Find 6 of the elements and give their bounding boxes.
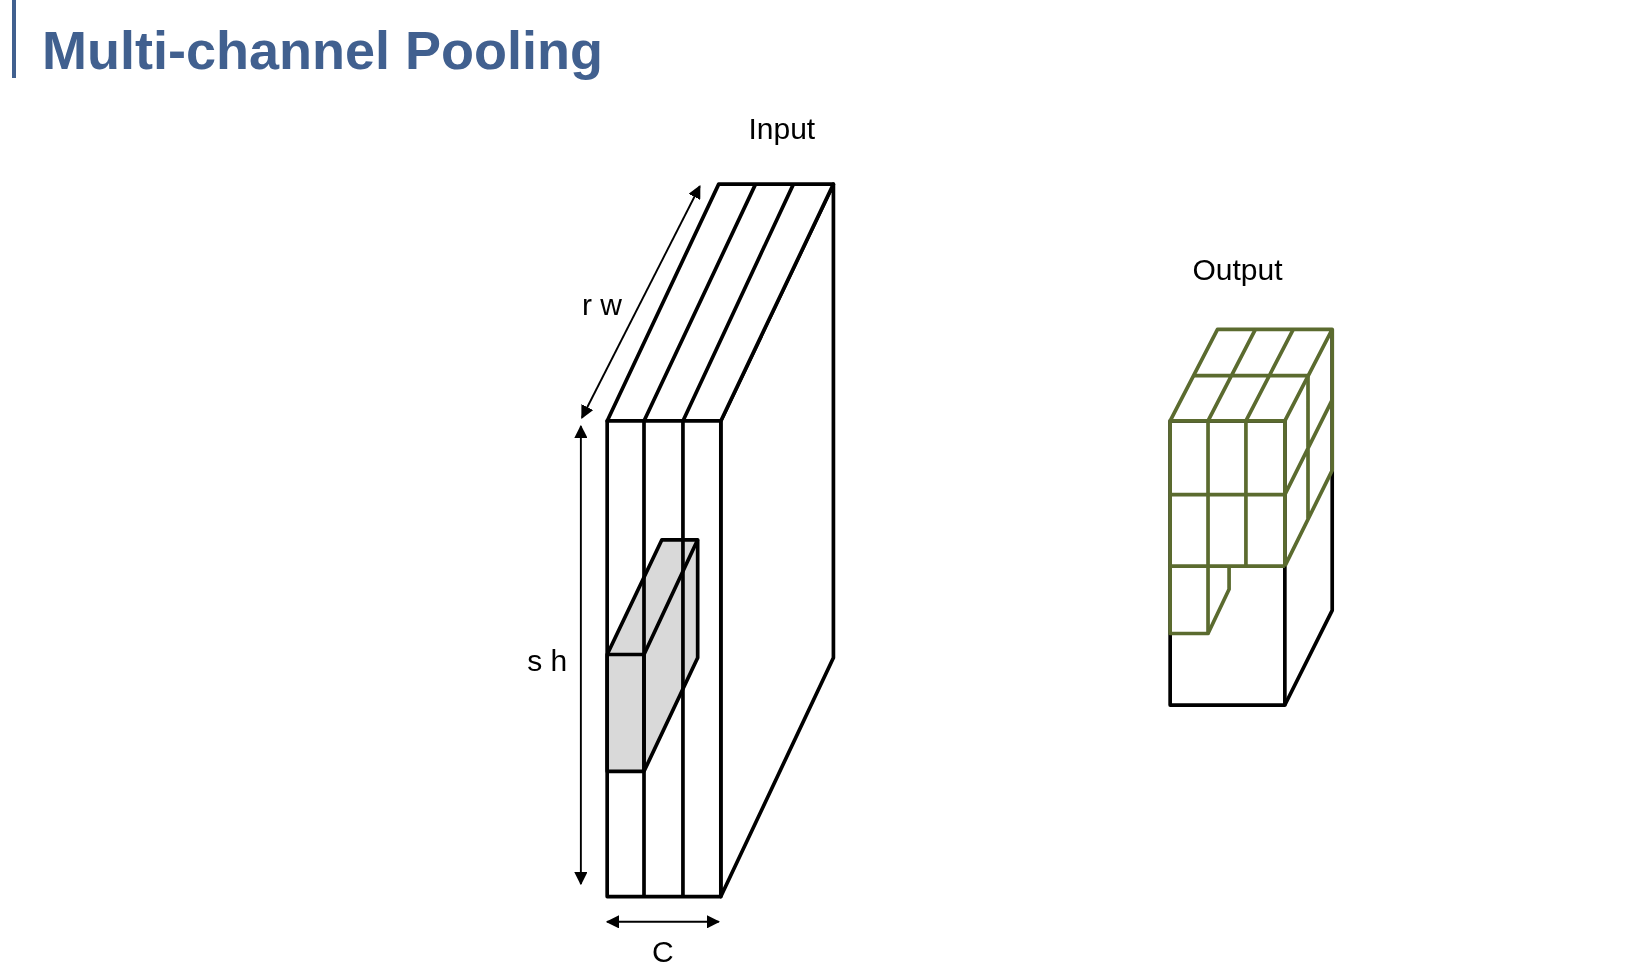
dimension-label: C [652, 934, 674, 971]
volume-label: Input [748, 111, 816, 148]
volume-label: Output [1192, 252, 1283, 289]
title: Multi-channel Pooling [42, 19, 603, 82]
dimension-label: s h [527, 642, 568, 679]
dimension-label: r w [581, 287, 622, 324]
